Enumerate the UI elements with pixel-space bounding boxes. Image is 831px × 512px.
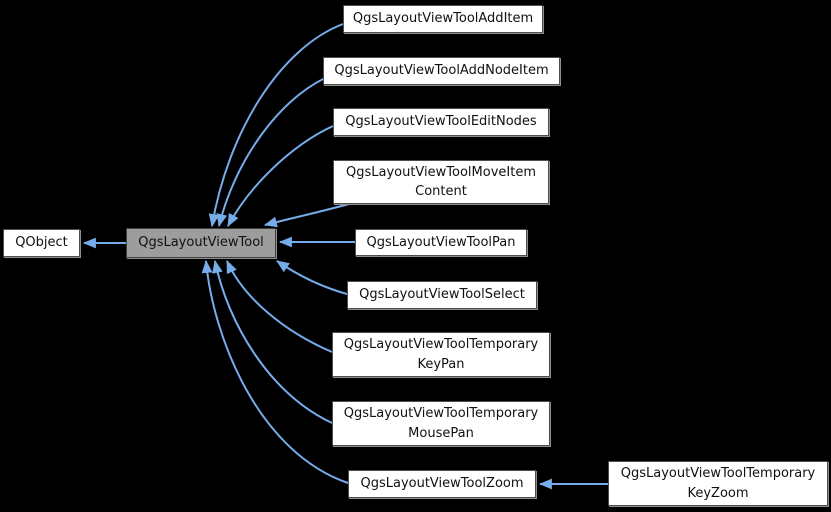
class-label: QgsLayoutViewToolPan: [366, 234, 516, 250]
edge-zoom-to-base: [201, 259, 349, 484]
class-label: KeyZoom: [687, 485, 749, 501]
class-node-qgslayoutviewtooltemporarykeyzoom[interactable]: QgsLayoutViewToolTemporary KeyZoom: [608, 461, 828, 506]
class-label: QgsLayoutViewToolMoveItem: [345, 164, 536, 180]
edge-temporarykeypan-to-base: [226, 260, 333, 353]
edge-addnodeitem-to-base: [216, 77, 326, 228]
class-node-qgslayoutviewtoolzoom[interactable]: QgsLayoutViewToolZoom: [348, 470, 536, 498]
class-label: QgsLayoutViewToolTemporary: [620, 466, 816, 481]
class-node-qobject[interactable]: QObject: [3, 229, 80, 257]
class-node-qgslayoutviewtoolselect[interactable]: QgsLayoutViewToolSelect: [347, 281, 537, 309]
class-label: QgsLayoutViewTool: [138, 235, 264, 251]
class-label: MousePan: [408, 425, 474, 441]
class-node-qgslayoutviewtooleditnodes[interactable]: QgsLayoutViewToolEditNodes: [333, 108, 549, 136]
edge-moveitemcontent-to-base: [263, 203, 350, 228]
class-node-qgslayoutviewtoolmoveitemcontent[interactable]: QgsLayoutViewToolMoveItem Content: [333, 160, 549, 204]
class-label: QgsLayoutViewToolEditNodes: [345, 114, 537, 130]
edge-select-to-base: [276, 260, 348, 295]
class-node-qgslayoutviewtooladdnodeitem[interactable]: QgsLayoutViewToolAddNodeItem: [323, 57, 560, 85]
class-node-qgslayoutviewtoolpan[interactable]: QgsLayoutViewToolPan: [355, 229, 527, 256]
class-label: QgsLayoutViewToolSelect: [359, 287, 525, 303]
class-label: QObject: [15, 235, 68, 251]
class-label: QgsLayoutViewToolTemporary: [343, 337, 539, 352]
edge-additem-to-base: [208, 23, 344, 228]
class-label: Content: [415, 184, 467, 199]
class-label: QgsLayoutViewToolZoom: [360, 476, 524, 492]
class-label: QgsLayoutViewToolAddNodeItem: [334, 63, 549, 79]
class-node-qgslayoutviewtooladditem[interactable]: QgsLayoutViewToolAddItem: [343, 5, 543, 33]
edge-temporarymousepan-to-base: [212, 259, 333, 424]
class-label: QgsLayoutViewToolAddItem: [352, 11, 534, 27]
class-node-qgslayoutviewtooltemporarymousepan[interactable]: QgsLayoutViewToolTemporary MousePan: [332, 401, 550, 446]
edge-editnodes-to-base: [227, 125, 334, 227]
class-label: KeyPan: [417, 356, 465, 372]
class-label: QgsLayoutViewToolTemporary: [343, 406, 539, 421]
class-node-qgslayoutviewtooltemporarykeypan[interactable]: QgsLayoutViewToolTemporary KeyPan: [332, 332, 550, 377]
class-node-qgslayoutviewtool[interactable]: QgsLayoutViewTool: [126, 228, 276, 258]
